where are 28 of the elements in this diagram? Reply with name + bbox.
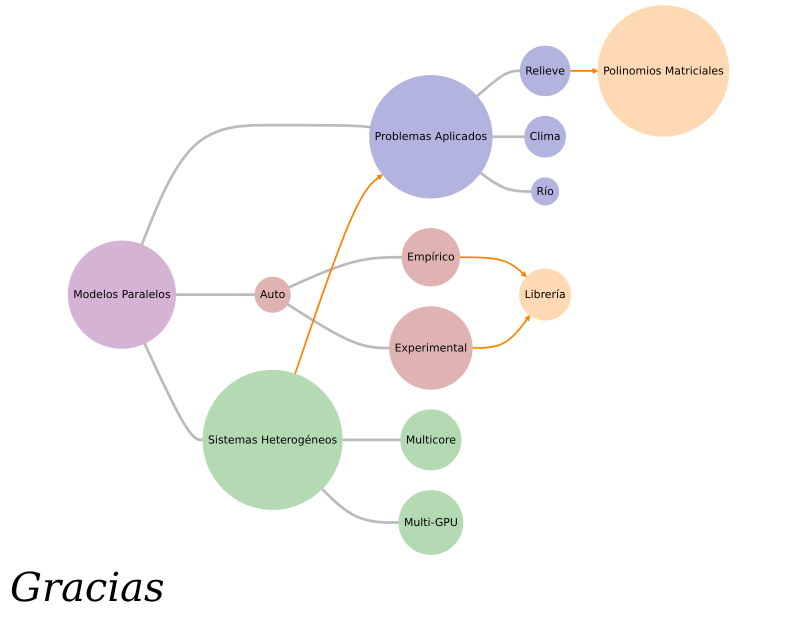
arrow (570, 68, 598, 74)
node-circle: Empírico (402, 228, 460, 286)
connector (476, 70, 520, 98)
node-circle: Multi-GPU (398, 490, 464, 555)
node-circle: Relieve (520, 46, 570, 96)
connector (480, 172, 532, 193)
connector (143, 342, 203, 442)
connector (492, 135, 525, 138)
closing-text: Gracias (10, 565, 164, 611)
node-circle: Experimental (389, 306, 473, 390)
connector (286, 303, 390, 350)
node-circle: Auto (254, 276, 291, 313)
node-circle: Sistemas Heterogéneos (202, 370, 343, 510)
arrow (460, 256, 527, 278)
connector (321, 488, 399, 524)
node-circle: Río (531, 177, 560, 206)
connector (288, 256, 402, 289)
node-circle: Problemas Aplicados (369, 75, 493, 198)
node-circle: Modelos Paralelos (68, 240, 176, 349)
node-circle: Multicore (400, 409, 462, 470)
node-circle: Librería (519, 268, 572, 321)
arrow (472, 315, 530, 349)
connector (342, 438, 401, 442)
connector (176, 293, 255, 296)
arrow (294, 174, 383, 374)
node-circle: Clima (524, 116, 566, 158)
connector (140, 124, 370, 246)
node-circle: Polinomios Matriciales (598, 5, 730, 137)
